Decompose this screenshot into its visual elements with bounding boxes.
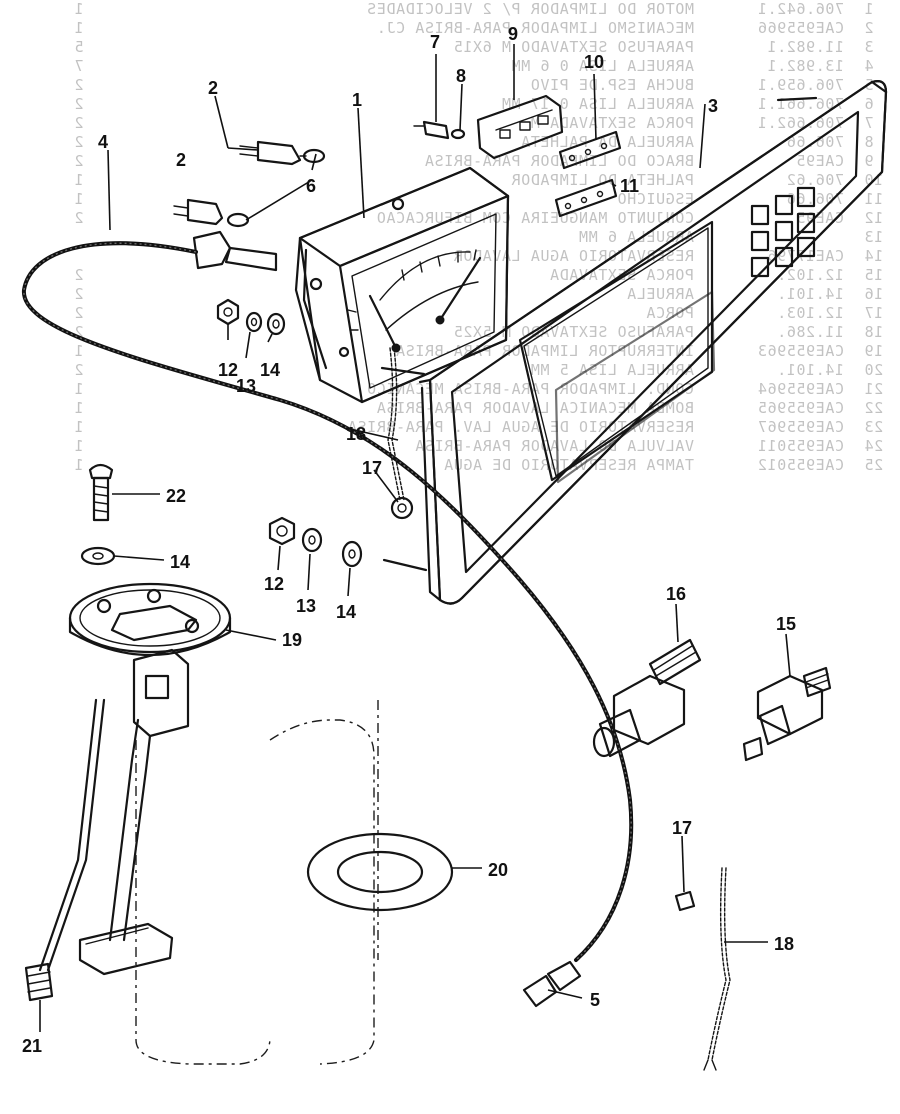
callout-21: 21 xyxy=(22,1036,42,1056)
part-8-small-bulb xyxy=(450,128,466,140)
part-3-instrument-housing xyxy=(380,80,888,605)
part-22-screw xyxy=(88,463,114,522)
part-15-oil-pressure-sensor xyxy=(742,666,832,762)
part-4-speedometer-cable xyxy=(21,230,634,962)
callout-17b: 17 xyxy=(672,818,692,838)
part-18-ground-wire xyxy=(387,347,405,501)
callout-4: 4 xyxy=(98,132,108,152)
callout-18a: 18 xyxy=(346,424,366,444)
callout-3: 3 xyxy=(708,96,718,116)
callout-2b: 2 xyxy=(176,150,186,170)
part-19-float xyxy=(78,922,174,976)
callout-11: 11 xyxy=(620,176,639,196)
part-16-temperature-sensor xyxy=(592,638,702,758)
callout-labels: 1 2 2 3 4 5 6 7 8 9 10 11 12 12 13 13 14… xyxy=(22,24,796,1056)
part-12-hex-nut-upper xyxy=(216,298,240,326)
part-18-ground-wire-loose xyxy=(703,867,731,1071)
callout-15: 15 xyxy=(776,614,796,634)
part-20-gasket xyxy=(135,700,454,1065)
callout-10: 10 xyxy=(584,52,604,72)
callout-1: 1 xyxy=(352,90,362,110)
callout-12b: 12 xyxy=(264,574,284,594)
callout-16: 16 xyxy=(666,584,686,604)
part-14-washer-lower xyxy=(80,546,116,566)
callout-14b: 14 xyxy=(170,552,190,572)
callout-17a: 17 xyxy=(362,458,382,478)
callout-13a: 13 xyxy=(236,376,256,396)
callout-5: 5 xyxy=(590,990,600,1010)
callout-7: 7 xyxy=(430,32,440,52)
part-10-terminal-strip xyxy=(558,130,622,170)
part-13-washer-upper xyxy=(245,311,263,333)
part-13-washer-middle xyxy=(301,527,323,553)
part-2-bulb-socket-lower xyxy=(173,198,224,226)
callout-6: 6 xyxy=(306,176,316,196)
callout-8: 8 xyxy=(456,66,466,86)
leader-lines xyxy=(39,44,791,1032)
part-6-bulb-lower xyxy=(226,212,250,228)
part-1-gauge-cluster xyxy=(294,166,510,404)
part-19-fuel-sender-unit xyxy=(38,582,232,972)
callout-14c: 14 xyxy=(336,602,356,622)
part-7-small-connector xyxy=(413,120,450,140)
part-6-bulb-upper xyxy=(299,148,326,164)
callout-22: 22 xyxy=(166,486,186,506)
callout-18b: 18 xyxy=(774,934,794,954)
callout-19: 19 xyxy=(282,630,302,650)
warning-lamp-grid xyxy=(750,186,816,278)
part-17-grommet-upper xyxy=(390,496,414,520)
part-9-connector-block xyxy=(476,94,564,160)
part-5-cable-end xyxy=(522,960,582,1008)
callout-12a: 12 xyxy=(218,360,238,380)
callout-14a: 14 xyxy=(260,360,280,380)
part-2-bulb-socket-upper xyxy=(239,140,302,166)
part-11-terminal-strip xyxy=(554,178,618,218)
part-17-grommet-lower xyxy=(674,890,696,912)
callout-20: 20 xyxy=(488,860,508,880)
callout-2a: 2 xyxy=(208,78,218,98)
callout-9: 9 xyxy=(508,24,518,44)
part-14-washer-middle xyxy=(341,540,363,568)
part-14-washer-upper xyxy=(266,312,286,336)
part-12-hex-nut-middle xyxy=(268,516,296,546)
part-21-pickup-tube-end xyxy=(24,962,54,1002)
callout-13b: 13 xyxy=(296,596,316,616)
